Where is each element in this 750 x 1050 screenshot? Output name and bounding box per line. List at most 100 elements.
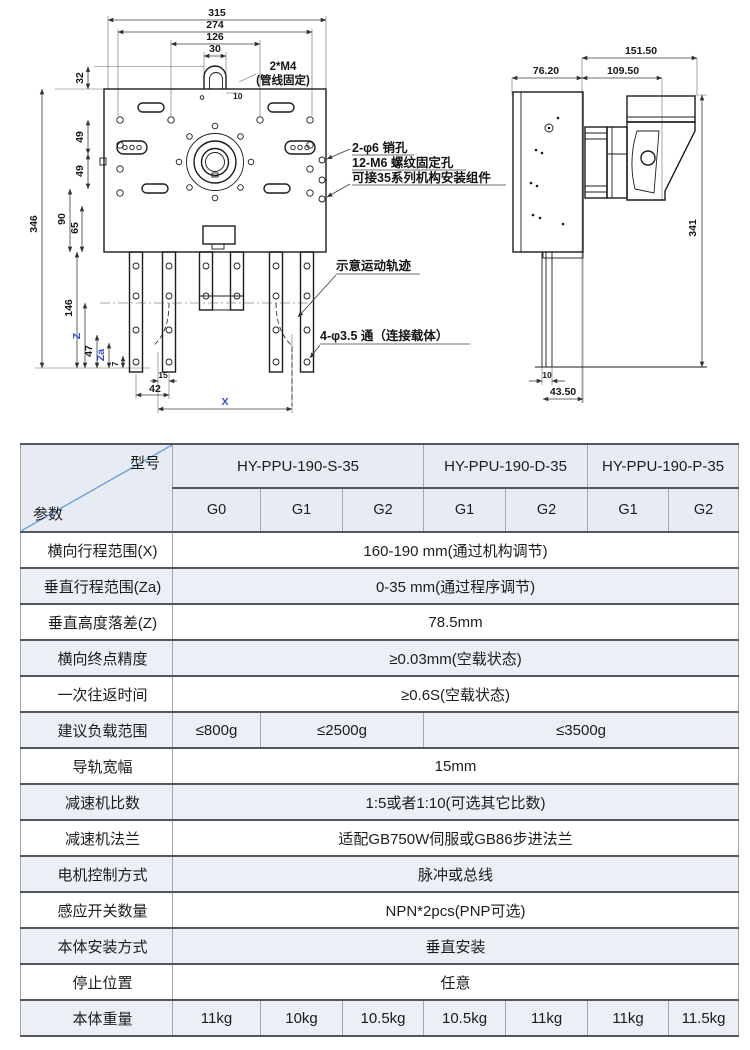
value-cell: 1:5或者1:10(可选其它比数) [171, 783, 740, 821]
value-cell: 15mm [171, 747, 740, 785]
value-cell: 垂直安装 [171, 927, 740, 965]
thread-hole-note: 12-M6 螺纹固定孔 [352, 155, 454, 170]
value-cell: 11kg [505, 999, 589, 1037]
dim-274: 274 [206, 19, 224, 31]
row-label-cell: 垂直高度落差(Z) [20, 603, 173, 641]
dim-90: 90 [56, 213, 68, 225]
value-cell: 10kg [260, 999, 343, 1037]
dim-126: 126 [206, 31, 224, 43]
value-cell: 11kg [172, 999, 261, 1037]
mount-kit-note: 可接35系列机构安装组件 [352, 170, 491, 185]
dim-10-hook: 10 [233, 91, 243, 101]
table-row: 减速机法兰适配GB750W伺服或GB86步进法兰 [20, 819, 740, 857]
row-label-cell: 一次往返时间 [20, 675, 173, 713]
value-cell: ≤800g [172, 711, 261, 749]
technical-drawing: 315 274 126 30 32 346 49 49 90 65 146 Z … [28, 7, 707, 413]
header-corner-cell: 型号参数 [20, 443, 173, 533]
front-view-drawing: 315 274 126 30 32 346 49 49 90 65 146 Z … [28, 7, 506, 413]
dim-151-50: 151.50 [625, 45, 657, 57]
row-label-cell: 感应开关数量 [20, 891, 173, 929]
grade-cell: G1 [423, 487, 507, 533]
table-row: 垂直行程范围(Za)0-35 mm(通过程序调节) [20, 567, 740, 605]
dim-47: 47 [83, 345, 95, 357]
grade-cell: G2 [341, 487, 425, 533]
value-cell: ≥0.6S(空载状态) [171, 675, 740, 713]
value-cell: ≥0.03mm(空载状态) [171, 639, 740, 677]
row-label-cell: 垂直行程范围(Za) [20, 567, 173, 605]
dim-65: 65 [69, 222, 81, 234]
spec-table-body: 横向行程范围(X)160-190 mm(通过机构调节)垂直行程范围(Za)0-3… [20, 531, 740, 1037]
m4-note-line2: (管线固定) [256, 73, 310, 87]
grade-cell: G0 [172, 487, 261, 533]
grade-cell: G1 [587, 487, 670, 533]
dim-z: Z [71, 332, 83, 339]
row-label-cell: 本体重量 [20, 999, 173, 1037]
grade-cell: G2 [505, 487, 589, 533]
dim-76-20: 76.20 [533, 65, 559, 77]
dim-32: 32 [74, 72, 86, 84]
dim-43-50: 43.50 [550, 386, 576, 398]
dim-7: 7 [110, 361, 120, 366]
pinhole-note: 2-φ6 销孔 [352, 140, 408, 155]
row-label-cell: 横向终点精度 [20, 639, 173, 677]
param-axis-label: 参数 [33, 506, 64, 523]
dim-10: 10 [542, 370, 552, 380]
dim-za: Za [95, 349, 107, 361]
dim-30: 30 [209, 43, 221, 55]
value-cell: NPN*2pcs(PNP可选) [171, 891, 740, 929]
row-label-cell: 建议负载范围 [20, 711, 173, 749]
row-label-cell: 横向行程范围(X) [20, 531, 173, 569]
table-row: 垂直高度落差(Z)78.5mm [20, 603, 740, 641]
table-row: 一次往返时间≥0.6S(空载状态) [20, 675, 740, 713]
value-cell: 11kg [587, 999, 670, 1037]
value-cell: 0-35 mm(通过程序调节) [171, 567, 740, 605]
row-label-cell: 导轨宽幅 [20, 747, 173, 785]
model-axis-label: 型号 [129, 455, 160, 472]
carrier-hole-note: 4-φ3.5 通（连接载体） [320, 328, 448, 343]
dim-346: 346 [28, 215, 40, 233]
row-label-cell: 减速机法兰 [20, 819, 173, 857]
row-label-cell: 停止位置 [20, 963, 173, 1001]
motion-path-note: 示意运动轨迹 [335, 258, 412, 273]
value-cell: 10.5kg [423, 999, 507, 1037]
row-label-cell: 电机控制方式 [20, 855, 173, 893]
value-cell: 10.5kg [341, 999, 425, 1037]
table-row: 横向终点精度≥0.03mm(空载状态) [20, 639, 740, 677]
grade-cell: G1 [260, 487, 343, 533]
dim-49b: 49 [74, 165, 86, 177]
table-row: 电机控制方式脉冲或总线 [20, 855, 740, 893]
dim-49a: 49 [74, 131, 86, 143]
table-row: 建议负载范围≤800g≤2500g≤3500g [20, 711, 740, 749]
model-name-cell: HY-PPU-190-P-35 [587, 443, 740, 489]
dim-x: X [221, 396, 228, 408]
table-row: 本体安装方式垂直安装 [20, 927, 740, 965]
row-label-cell: 本体安装方式 [20, 927, 173, 965]
value-cell: 任意 [171, 963, 740, 1001]
m4-note-line1: 2*M4 [270, 61, 297, 73]
value-cell: 78.5mm [171, 603, 740, 641]
dim-15: 15 [158, 370, 168, 380]
value-cell: ≤2500g [259, 711, 425, 749]
dim-42: 42 [149, 383, 161, 395]
table-row: 横向行程范围(X)160-190 mm(通过机构调节) [20, 531, 740, 569]
dim-341: 341 [687, 219, 699, 237]
dim-315: 315 [208, 7, 226, 19]
value-cell: 脉冲或总线 [171, 855, 740, 893]
finger-holes [132, 262, 311, 366]
model-name-cell: HY-PPU-190-D-35 [423, 443, 589, 489]
table-row: 停止位置任意 [20, 963, 740, 1001]
value-cell: 160-190 mm(通过机构调节) [171, 531, 740, 569]
dim-109-50: 109.50 [607, 65, 639, 77]
row-label-cell: 减速机比数 [20, 783, 173, 821]
value-cell: 11.5kg [668, 999, 740, 1037]
model-name-cell: HY-PPU-190-S-35 [171, 443, 425, 489]
value-cell: 适配GB750W伺服或GB86步进法兰 [171, 819, 740, 857]
